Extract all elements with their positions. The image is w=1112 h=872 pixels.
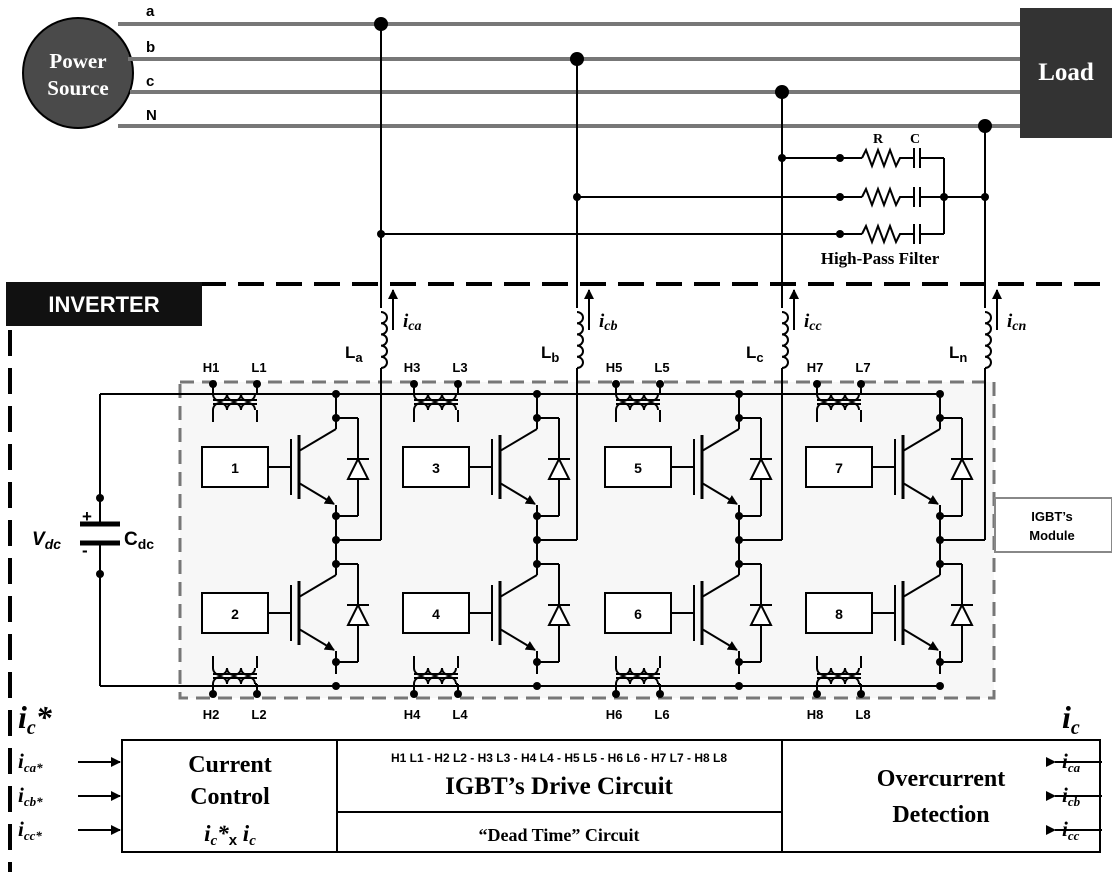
top-4-gate-box-num: 7 (835, 460, 843, 476)
high-pass-filter: R C High-Pass Filter (377, 132, 989, 268)
gate-h-bot-1: H2 (203, 707, 220, 722)
vdc-sub: dc (45, 536, 62, 552)
gate-h-bot-3: H6 (606, 707, 623, 722)
bot-3-gate-box-num: 6 (634, 606, 642, 622)
inverter-title: INVERTER (48, 292, 159, 317)
gate-h-top-3: H5 (606, 360, 623, 375)
neutral-label: N (146, 107, 157, 124)
svg-text:Cdc: Cdc (124, 529, 154, 552)
dc-minus: - (82, 541, 88, 560)
measured-inputs: ica icb icc (1046, 749, 1102, 843)
gate-h-top-4: H7 (807, 360, 824, 375)
inductor-label-3: Lc (746, 343, 764, 365)
bot-1-gate-box-num: 2 (231, 606, 239, 622)
phase-c-label: c (146, 73, 154, 90)
power-source: Power Source (22, 17, 134, 129)
dead-time-label: “Dead Time” Circuit (479, 825, 640, 845)
inductor-leg-wires (380, 24, 986, 308)
drive-circuit-label: IGBT’s Drive Circuit (445, 773, 673, 800)
filter-title: High-Pass Filter (821, 249, 940, 268)
overcurrent-2: Detection (892, 802, 989, 828)
meas-title: ic (1062, 699, 1080, 739)
ref-icc: icc* (18, 817, 42, 843)
module-label-1: IGBT’s (1031, 509, 1072, 524)
inductor-current-2: icb (599, 311, 618, 334)
gate-h-top-1: H1 (203, 360, 220, 375)
inductor-current-4: icn (1007, 311, 1026, 334)
gate-l-top-3: L5 (654, 360, 669, 375)
ref-ica: ica* (18, 749, 43, 775)
current-control-2: Control (190, 784, 270, 810)
load-block: Load (1020, 8, 1112, 138)
inductor-label-4: Ln (949, 343, 967, 365)
gate-h-top-2: H3 (404, 360, 421, 375)
inductor-label-2: Lb (541, 343, 559, 365)
meas-icc: icc (1062, 817, 1080, 843)
source-label-2: Source (47, 76, 108, 100)
load-label: Load (1038, 59, 1094, 86)
inductor-current-3: icc (804, 311, 822, 334)
meas-icb: icb (1062, 783, 1081, 809)
module-label-2: Module (1029, 528, 1075, 543)
filter-c-label: C (910, 132, 920, 147)
top-3-gate-box-num: 5 (634, 460, 642, 476)
meas-ica: ica (1062, 749, 1081, 775)
overcurrent-1: Overcurrent (877, 766, 1005, 792)
ref-title: ic* (18, 699, 53, 739)
cdc-sub: dc (138, 536, 155, 552)
bot-2-gate-box-num: 4 (432, 606, 440, 622)
filter-r-label: R (873, 132, 884, 147)
gate-l-top-2: L3 (452, 360, 467, 375)
gate-l-bot-1: L2 (251, 707, 266, 722)
control-blocks: Current Control ic*x ic H1 L1 - H2 L2 - … (121, 739, 1101, 853)
vdc-label: V (32, 529, 46, 550)
phase-b-label: b (146, 39, 155, 56)
gate-l-top-1: L1 (251, 360, 266, 375)
gate-l-bot-2: L4 (452, 707, 468, 722)
gate-l-bot-4: L8 (855, 707, 870, 722)
inverter-boundary: INVERTER (6, 282, 1112, 872)
phase-a-label: a (146, 3, 155, 20)
gate-l-bot-3: L6 (654, 707, 669, 722)
igbt-module-label: IGBT’s Module (994, 497, 1112, 553)
gate-h-bot-4: H8 (807, 707, 824, 722)
inductor-label-1: La (345, 343, 363, 365)
current-control-expr: ic*x ic (204, 821, 256, 849)
bot-4-gate-box-num: 8 (835, 606, 843, 622)
igbt-module-box (178, 380, 996, 700)
cdc-label: C (124, 529, 138, 550)
ref-icb: icb* (18, 783, 43, 809)
svg-text:Vdc: Vdc (32, 529, 61, 552)
phase-lines (118, 22, 1020, 128)
dc-plus: + (82, 507, 92, 526)
top-1-gate-box-num: 1 (231, 460, 239, 476)
gate-h-bot-2: H4 (404, 707, 421, 722)
drive-signals: H1 L1 - H2 L2 - H3 L3 - H4 L4 - H5 L5 - … (391, 751, 727, 765)
reference-inputs: ica* icb* icc* (18, 749, 121, 843)
source-label-1: Power (49, 49, 106, 73)
gate-l-top-4: L7 (855, 360, 870, 375)
top-2-gate-box-num: 3 (432, 460, 440, 476)
inductor-current-1: ica (403, 311, 422, 334)
current-control-1: Current (188, 752, 272, 778)
